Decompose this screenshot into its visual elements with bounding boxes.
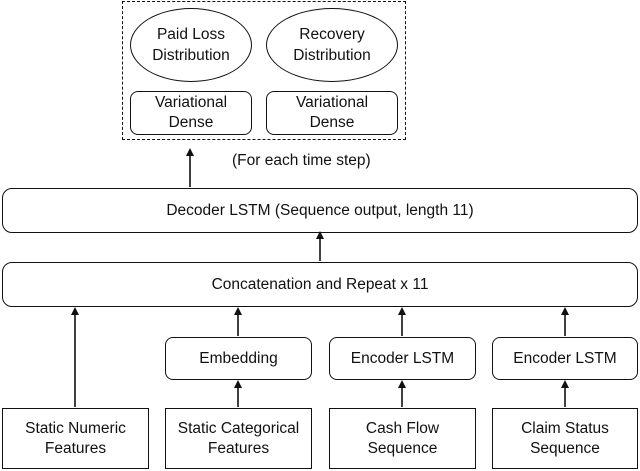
variational-dense-left: Variational Dense bbox=[130, 91, 252, 135]
recovery-distribution-node: Recovery Distribution bbox=[266, 8, 398, 82]
encoder-lstm-box-2: Encoder LSTM bbox=[492, 337, 638, 380]
time-step-note: (For each time step) bbox=[232, 152, 371, 169]
paid-loss-distribution-node: Paid Loss Distribution bbox=[130, 8, 252, 82]
claim-status-sequence-input: Claim Status Sequence bbox=[492, 408, 638, 469]
cash-flow-sequence-input: Cash Flow Sequence bbox=[329, 408, 476, 469]
decoder-lstm-box: Decoder LSTM (Sequence output, length 11… bbox=[2, 188, 638, 233]
embedding-box: Embedding bbox=[165, 337, 312, 380]
variational-dense-right: Variational Dense bbox=[266, 91, 398, 135]
concatenation-box: Concatenation and Repeat x 11 bbox=[2, 262, 638, 307]
encoder-lstm-box-1: Encoder LSTM bbox=[329, 337, 476, 380]
output-group bbox=[122, 1, 406, 140]
static-categorical-features-input: Static Categorical Features bbox=[165, 408, 312, 469]
static-numeric-features-input: Static Numeric Features bbox=[2, 408, 149, 469]
